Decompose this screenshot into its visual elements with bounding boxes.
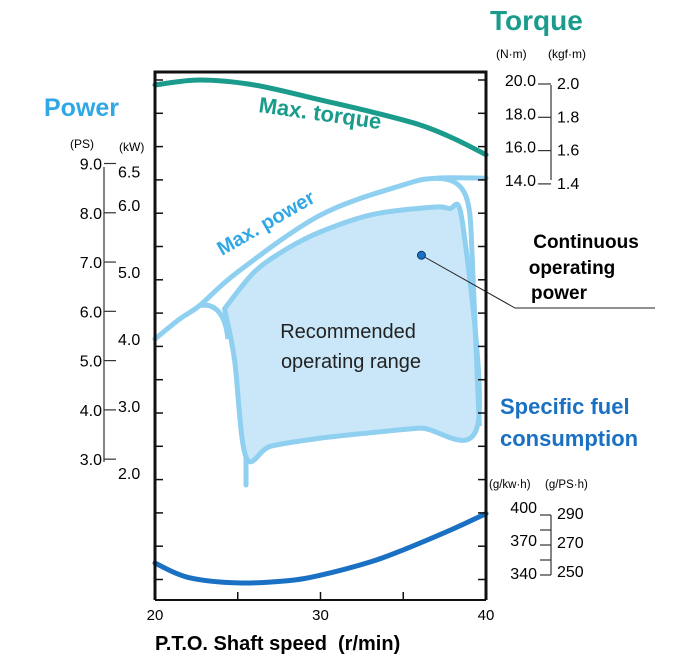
- continuous-label-2: operating: [529, 258, 616, 279]
- x-tick-label: 30: [312, 607, 329, 624]
- psh-tick-label: 290: [557, 506, 584, 523]
- ps-tick-label: 6.0: [80, 304, 102, 321]
- continuous-label-3: power: [531, 283, 588, 304]
- continuous-leader-line: [421, 254, 655, 309]
- continuous-label-1: Continuous: [533, 232, 639, 253]
- psh-tick-label: 250: [557, 564, 584, 581]
- torque-unit-kgf: (kgf·m): [548, 47, 586, 61]
- kgf-tick-label: 2.0: [557, 76, 579, 93]
- power-unit-ps: (PS): [70, 137, 94, 151]
- kw-tick-label: 6.5: [118, 165, 140, 182]
- plot-frame: [153, 70, 488, 600]
- fuel-axis-title-2: consumption: [500, 426, 638, 451]
- region-label-2: operating range: [281, 351, 421, 373]
- nm-tick-label: 18.0: [505, 106, 536, 123]
- x-axis-label: P.T.O. Shaft speed (r/min): [155, 633, 400, 655]
- kgf-tick-label: 1.8: [557, 109, 579, 126]
- kgf-tick-label: 1.6: [557, 143, 579, 160]
- series-line-max-torque: [152, 77, 489, 158]
- kwh-tick-label: 400: [510, 500, 537, 517]
- kw-tick-label: 5.0: [118, 265, 140, 282]
- kw-tick-label: 3.0: [118, 399, 140, 416]
- continuous-power-point: [416, 250, 426, 260]
- fuel-unit-psh: (g/PS·h): [545, 479, 588, 491]
- kwh-tick-label: 340: [510, 566, 537, 583]
- nm-tick-label: 16.0: [505, 140, 536, 157]
- ps-tick-label: 7.0: [80, 255, 102, 272]
- nm-tick-label: 20.0: [505, 73, 536, 90]
- region-label-1: Recommended: [280, 321, 416, 343]
- ps-tick-label: 3.0: [80, 452, 102, 469]
- torque-unit-nm: (N·m): [496, 47, 527, 61]
- kw-tick-label: 2.0: [118, 466, 140, 483]
- nm-tick-label: 14.0: [505, 173, 536, 190]
- kw-tick-label: 6.0: [118, 198, 140, 215]
- kw-tick-label: 4.0: [118, 332, 140, 349]
- ps-tick-label: 4.0: [80, 403, 102, 420]
- series-line-specific-fuel-consumption: [152, 511, 489, 586]
- fuel-axis-title-1: Specific fuel: [500, 394, 630, 419]
- ps-tick-label: 9.0: [80, 156, 102, 173]
- ps-tick-label: 8.0: [80, 206, 102, 223]
- torque-axis-title: Torque: [490, 5, 583, 36]
- fuel-unit-kwh: (g/kw·h): [489, 479, 531, 491]
- kgf-tick-label: 1.4: [557, 176, 579, 193]
- psh-tick-label: 270: [557, 535, 584, 552]
- kwh-tick-label: 370: [510, 533, 537, 550]
- ps-tick-label: 5.0: [80, 354, 102, 371]
- series-line-max-power: [152, 175, 489, 342]
- power-loop: [199, 302, 231, 340]
- power-axis-title: Power: [44, 94, 119, 122]
- power-unit-kw: (kW): [119, 140, 144, 154]
- x-tick-label: 20: [147, 607, 164, 624]
- x-tick-label: 40: [478, 607, 495, 624]
